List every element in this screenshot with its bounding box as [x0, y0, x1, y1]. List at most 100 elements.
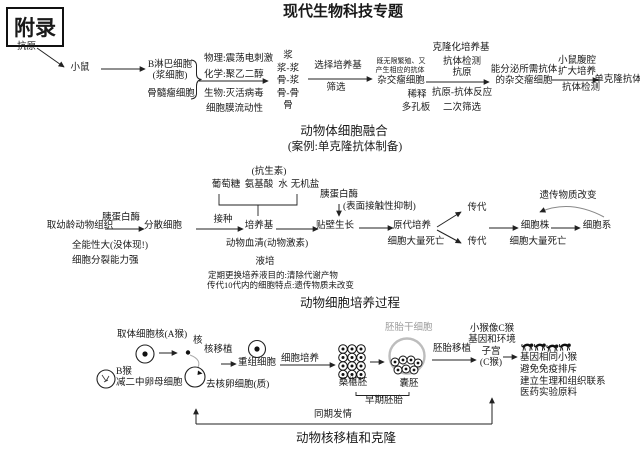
uterus-c-label: (C猴) — [479, 358, 503, 368]
multiwell-plate-label: 多孔板 — [401, 103, 431, 113]
chemical-method-label: 化学:聚乙二醇 — [204, 69, 264, 80]
division-label: 细胞分裂能力强 — [72, 256, 139, 266]
monkey-icons — [520, 342, 572, 353]
like-c-monkey-label-1: 小猴像C猴 — [469, 324, 515, 334]
amino-acid-label: 氨基酸 — [244, 180, 274, 190]
adherent-growth-label: 贴壁生长 — [315, 221, 355, 231]
embryo-transfer-label: 胚胎移植 — [432, 344, 472, 354]
mix-item: 浆-浆 — [276, 63, 300, 74]
like-c-monkey-label-2: 基因和环境 — [468, 335, 516, 345]
antibody-test-label: 抗体检测 — [442, 56, 482, 67]
physical-method-label: 物理:震荡电刺激 — [204, 54, 274, 64]
contact-inhibition-label: (表面接触性抑制) — [343, 202, 416, 212]
result-4-label: 医药实验原料 — [520, 387, 578, 398]
secreting-hybridoma-1: 能分泌所需抗体 — [490, 64, 558, 75]
recombinant-cell-label: 重组细胞 — [237, 358, 277, 368]
oocyte-circle — [96, 369, 116, 389]
nutrient-bracket — [218, 194, 298, 216]
recombinant-cell-circle — [247, 339, 267, 359]
blastocyst-label: 囊胚 — [399, 379, 419, 389]
result-2-label: 避免免疫排斥 — [520, 365, 578, 375]
antibody-test-2-label: 抗体检测 — [561, 83, 601, 93]
nuclear-transfer-arc — [189, 354, 200, 370]
es-cells-label: 胚胎干细胞 — [385, 323, 433, 333]
mix-item: 骨-浆 — [276, 76, 300, 86]
trypsin-1-label: 胰蛋白酶 — [101, 213, 141, 223]
genetic-change-arc — [539, 206, 605, 218]
liquid-culture-label: 液培 — [255, 257, 275, 267]
appendix-label: 附录 — [14, 16, 56, 40]
monoclonal-antibody-label: 单克隆抗体 — [594, 74, 640, 85]
cell-death-1-label: 细胞大量死亡 — [387, 237, 445, 247]
mix-item: 浆 — [283, 51, 293, 61]
uterus-label: 子宫 — [481, 347, 501, 357]
dispersed-cells-label: 分散细胞 — [143, 221, 183, 231]
result-1-label: 基因相同小猴 — [520, 353, 578, 363]
cloning-section-title: 动物核移植和克隆 — [295, 431, 397, 445]
inoculate-label: 接种 — [213, 215, 233, 225]
nucleus-dot — [185, 350, 191, 355]
oocyte-label: 减二中卵母细胞 — [116, 377, 183, 388]
primary-culture-label: 原代培养 — [392, 221, 432, 231]
estrus-label: 同期发情 — [313, 410, 353, 420]
culture-section-title: 动物细胞培养过程 — [299, 296, 401, 310]
morula-cells — [338, 344, 366, 380]
cloning-medium-label: 克隆化培养基 — [432, 43, 490, 53]
monkey-b-label: B猴 — [116, 367, 132, 377]
totipotency-label: 全能性大(没体现!) — [72, 241, 148, 251]
expand-culture-label: 扩大培养 — [557, 66, 597, 77]
cell-strain-label: 细胞株 — [520, 221, 550, 231]
antigen-2-label: 抗原 — [452, 68, 472, 78]
antibiotic-label: (抗生素) — [251, 167, 287, 177]
page-title: 现代生物科技专题 — [282, 4, 404, 20]
mix-item: 骨 — [283, 100, 293, 111]
serum-label: 动物血清(动物激素) — [225, 239, 309, 249]
enucleated-egg-label: 去核卵细胞(质) — [206, 380, 270, 390]
hybridoma-label: 杂交瘤细胞 — [377, 76, 425, 86]
myeloma-label: 骨髓瘤细胞 — [147, 89, 195, 99]
screening-label: 筛选 — [326, 83, 346, 93]
trypsin-2-label: 胰蛋白酶 — [319, 190, 359, 200]
passage-1-label: 传代 — [467, 203, 487, 213]
genetic-change-label: 遗传物质改变 — [539, 191, 597, 201]
inorganic-salt-label: 无机盐 — [290, 180, 320, 190]
plasma-cell-label: (浆细胞) — [152, 70, 188, 81]
water-label: 水 — [278, 180, 288, 190]
fusion-section-subtitle: (案例:单克隆抗体制备) — [287, 140, 403, 153]
early-embryo-label: 早期胚胎 — [364, 395, 404, 406]
enucleated-egg-circle — [184, 366, 206, 388]
glucose-label: 葡萄糖 — [211, 180, 241, 190]
young-tissue-label: 取幼龄动物组织 — [46, 221, 114, 231]
biological-method-label: 生物:灭活病毒 — [204, 88, 264, 99]
dilution-label: 稀释 — [407, 90, 427, 100]
blastocyst-circle — [388, 337, 426, 375]
fusion-section-title: 动物体细胞融合 — [300, 124, 388, 138]
medium-label: 培养基 — [244, 221, 274, 231]
cell-culture-label: 细胞培养 — [280, 354, 320, 364]
culture-note-1: 定期更换培养液目的:清除代谢产物 — [208, 270, 338, 280]
hybridoma-note-2: 产生相应的抗体 — [375, 65, 425, 74]
secreting-hybridoma-2: 的杂交瘤细胞 — [495, 75, 553, 86]
ag-ab-reaction-label: 抗原-抗体反应 — [431, 88, 493, 98]
culture-note-2: 传代10代内的细胞特点:遗传物质未改变 — [207, 280, 354, 290]
antigen-label: 抗原 — [17, 42, 37, 52]
appendix-box: 附录 — [6, 7, 64, 47]
cell-line-label: 细胞系 — [582, 221, 612, 231]
blastocyst-cells — [390, 355, 423, 375]
mix-item: 骨-骨 — [276, 88, 300, 99]
result-3-label: 建立生理和组织联系 — [520, 376, 606, 387]
membrane-fluidity-label: 细胞膜流动性 — [206, 104, 264, 114]
second-screening-label: 二次筛选 — [442, 102, 482, 113]
nuclear-transfer-label: 核移植 — [204, 345, 233, 355]
take-nucleus-label: 取体细胞核(A猴) — [117, 330, 188, 340]
mouse-abdomen-label: 小鼠腹腔 — [557, 55, 597, 66]
passage-2-label: 传代 — [467, 237, 487, 247]
hybridoma-note-1: 既无限繁殖、又 — [376, 57, 426, 65]
spindle-sketch — [101, 374, 110, 383]
b-lymphocyte-label: B淋巴细胞 — [147, 60, 193, 70]
somatic-cell-circle — [135, 344, 155, 364]
cell-death-2-label: 细胞大量死亡 — [509, 237, 567, 247]
morula-nuclei — [341, 347, 363, 376]
mouse-label: 小鼠 — [70, 63, 90, 73]
